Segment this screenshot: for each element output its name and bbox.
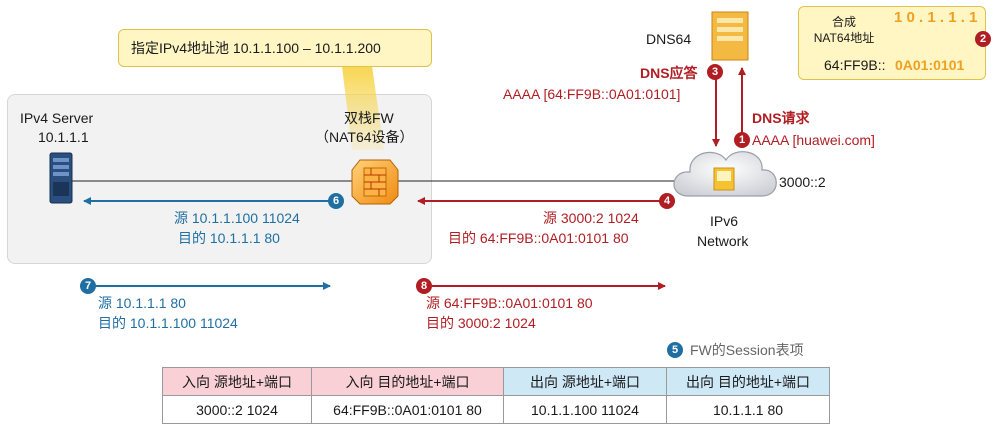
synth-prefix: 64:FF9B:: — [824, 57, 886, 73]
dns64-label: DNS64 — [646, 31, 692, 47]
flow8-dst: 目的 3000:2 1024 — [426, 315, 536, 331]
ipv6-cloud-icon — [673, 151, 777, 197]
header-in-dst: 入向 目的地址+端口 — [311, 367, 504, 396]
flow7-src: 源 10.1.1.1 80 — [98, 295, 186, 311]
server-ip: 10.1.1.1 — [38, 129, 89, 145]
ipv6-label-line2: Network — [697, 233, 749, 249]
step-7-badge: 7 — [80, 278, 96, 294]
step-1-badge: 1 — [734, 132, 750, 148]
ipv6-label-line1: IPv6 — [710, 213, 739, 229]
server-name: IPv4 Server — [20, 110, 94, 126]
cell-out-src: 10.1.1.100 11024 — [503, 395, 667, 424]
synth-suffix: 0A01:0101 — [895, 57, 965, 73]
step-5-badge: 5 — [667, 342, 683, 358]
session-header-row: 入向 源地址+端口 入向 目的地址+端口 出向 源地址+端口 出向 目的地址+端… — [162, 367, 830, 396]
cell-in-dst: 64:FF9B::0A01:0101 80 — [311, 395, 504, 424]
synth-address-callout: 合成 NAT64地址 1 0 . 1 . 1 . 1 64:FF9B:: 0A0… — [798, 6, 986, 80]
synth-ipv4: 1 0 . 1 . 1 . 1 — [894, 9, 978, 26]
step-4-badge: 4 — [659, 193, 675, 209]
session-table: 入向 源地址+端口 入向 目的地址+端口 出向 源地址+端口 出向 目的地址+端… — [162, 367, 830, 424]
address-pool-text: 指定IPv4地址池 10.1.1.100 – 10.1.1.200 — [131, 40, 381, 56]
flow8-src: 源 64:FF9B::0A01:0101 80 — [426, 295, 593, 311]
step-3-badge: 3 — [707, 64, 723, 80]
callout-beam — [342, 66, 384, 150]
fw-name: 双栈FW — [344, 110, 394, 126]
session-title: FW的Session表项 — [690, 342, 804, 358]
step-2-badge: 2 — [975, 31, 991, 47]
step-6-badge: 6 — [328, 193, 344, 209]
cell-in-src: 3000::2 1024 — [162, 395, 312, 424]
firewall-icon — [351, 159, 399, 205]
ipv6-host-addr: 3000::2 — [779, 174, 826, 190]
address-pool-callout: 指定IPv4地址池 10.1.1.100 – 10.1.1.200 — [118, 29, 432, 67]
fw-desc: （NAT64设备） — [315, 129, 414, 145]
dns64-server-icon — [711, 11, 749, 61]
table-row: 3000::2 1024 64:FF9B::0A01:0101 80 10.1.… — [162, 395, 830, 424]
header-in-src: 入向 源地址+端口 — [162, 367, 312, 396]
dns-reply-record: AAAA [64:FF9B::0A01:0101] — [503, 86, 681, 102]
flow7-dst: 目的 10.1.1.100 11024 — [98, 315, 238, 331]
cell-out-dst: 10.1.1.1 80 — [666, 395, 830, 424]
flow6-dst: 目的 10.1.1.1 80 — [178, 230, 280, 246]
flow4-dst: 目的 64:FF9B::0A01:0101 80 — [448, 230, 629, 246]
header-out-dst: 出向 目的地址+端口 — [666, 367, 830, 396]
dns-request-label: DNS请求 — [752, 110, 810, 126]
flow6-src: 源 10.1.1.100 11024 — [174, 210, 300, 226]
flow4-src: 源 3000:2 1024 — [543, 210, 639, 226]
server-icon — [49, 152, 73, 204]
synth-label: 合成 NAT64地址 — [813, 15, 875, 45]
dns-reply-label: DNS应答 — [640, 65, 698, 81]
step-8-badge: 8 — [416, 278, 432, 294]
dns-request-record: AAAA [huawei.com] — [752, 132, 875, 148]
header-out-src: 出向 源地址+端口 — [503, 367, 667, 396]
